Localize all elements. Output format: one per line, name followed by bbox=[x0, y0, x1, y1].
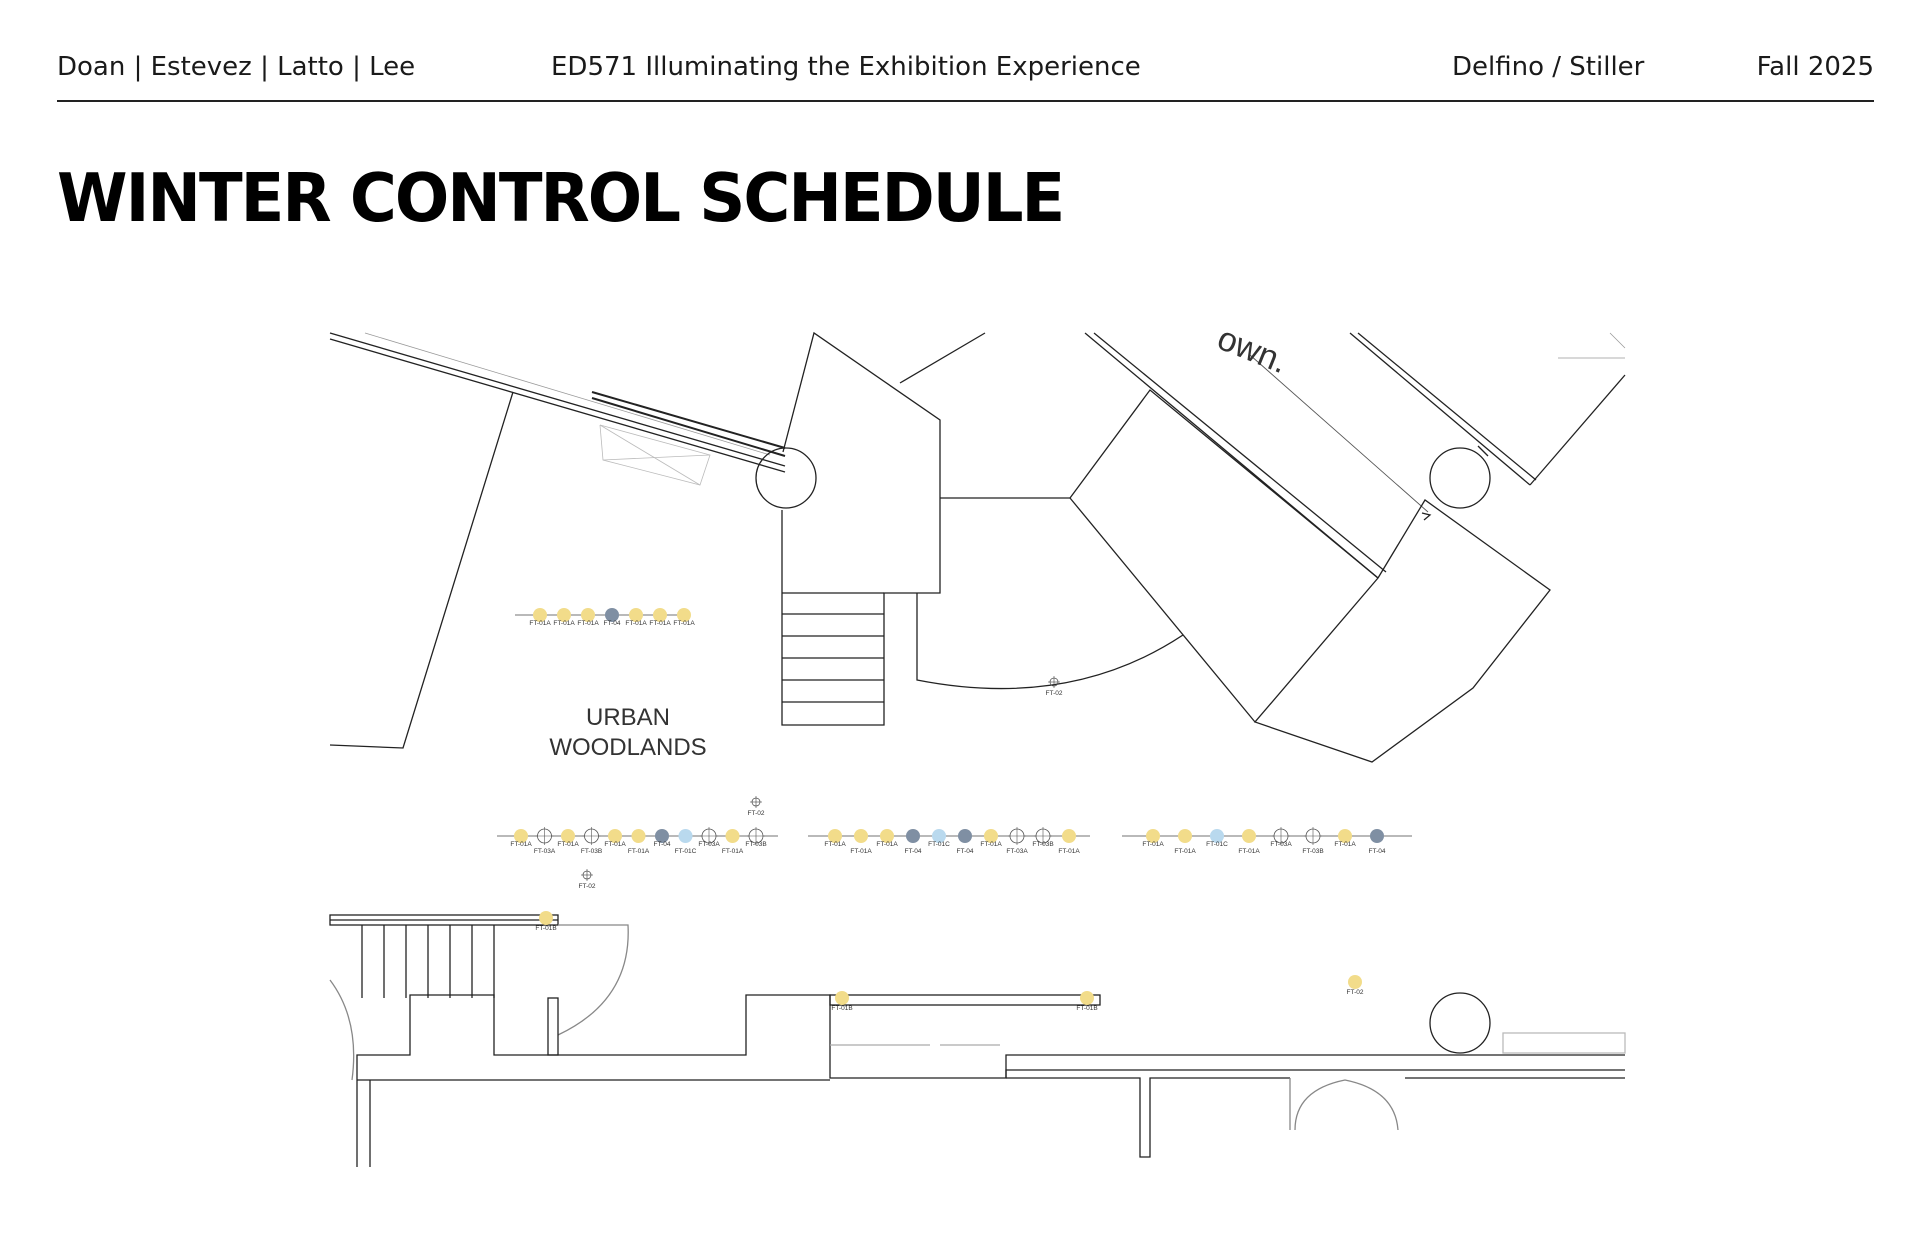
fixture-label: FT-01C bbox=[1206, 841, 1228, 848]
light-fixture bbox=[514, 829, 528, 843]
term-text: Fall 2025 bbox=[1756, 52, 1874, 82]
fixture-label: FT-04 bbox=[1369, 848, 1386, 855]
fixture-label: FT-03B bbox=[581, 848, 602, 855]
fixture-label: FT-01A bbox=[510, 841, 532, 848]
fixture-label: FT-04 bbox=[604, 620, 621, 627]
fixture-label: FT-01A bbox=[1334, 841, 1356, 848]
page-title: WINTER CONTROL SCHEDULE bbox=[57, 160, 1065, 238]
light-fixture bbox=[581, 608, 595, 622]
fixture-label: FT-03A bbox=[698, 841, 720, 848]
light-fixture bbox=[828, 829, 842, 843]
fixture-label: FT-01A bbox=[1238, 848, 1260, 855]
marker-label: FT-02 bbox=[748, 810, 765, 817]
fixture-label: FT-01A bbox=[722, 848, 744, 855]
fixture-label: FT-04 bbox=[957, 848, 974, 855]
marker-label: FT-02 bbox=[579, 883, 596, 890]
light-fixture bbox=[539, 911, 553, 925]
light-fixture bbox=[932, 829, 946, 843]
instructors-text: Delfino / Stiller bbox=[1452, 52, 1645, 82]
light-fixture bbox=[655, 829, 669, 843]
fixture-label: FT-03B bbox=[1032, 841, 1053, 848]
fixture-label: FT-01A bbox=[673, 620, 695, 627]
fixture-label: FT-01A bbox=[577, 620, 599, 627]
light-fixture bbox=[880, 829, 894, 843]
fixture-label: FT-04 bbox=[905, 848, 922, 855]
fixture-label: FT-03B bbox=[745, 841, 766, 848]
fixture-label: FT-01A bbox=[604, 841, 626, 848]
course-title: ED571 Illuminating the Exhibition Experi… bbox=[551, 52, 1141, 82]
fixture-label: FT-01A bbox=[628, 848, 650, 855]
fixture-label: FT-01C bbox=[928, 841, 950, 848]
light-fixture bbox=[605, 608, 619, 622]
plan-walls bbox=[329, 331, 1626, 1167]
light-fixture bbox=[835, 991, 849, 1005]
light-fixture bbox=[1062, 829, 1076, 843]
fixture-label: FT-01A bbox=[557, 841, 579, 848]
fixture-label: FT-01A bbox=[649, 620, 671, 627]
fixture-label: FT-02 bbox=[1347, 989, 1364, 996]
light-fixture bbox=[608, 829, 622, 843]
light-fixture bbox=[1210, 829, 1224, 843]
marker-label: FT-02 bbox=[1046, 690, 1063, 697]
light-fixture bbox=[1146, 829, 1160, 843]
light-fixture bbox=[631, 829, 646, 843]
light-fixture bbox=[678, 829, 693, 843]
fixture-label: FT-01A bbox=[850, 848, 872, 855]
fixture-label: FT-01C bbox=[675, 848, 697, 855]
room-label-line1: URBAN bbox=[586, 704, 670, 731]
light-fixture bbox=[557, 608, 571, 622]
light-fixture bbox=[984, 829, 998, 843]
fixture-label: FT-01A bbox=[1058, 848, 1080, 855]
fixture-label: FT-03B bbox=[1302, 848, 1323, 855]
light-fixture bbox=[677, 608, 691, 622]
light-fixture bbox=[906, 829, 920, 843]
light-fixture bbox=[561, 829, 575, 843]
light-fixture bbox=[958, 829, 972, 843]
fixture-label: FT-01A bbox=[625, 620, 647, 627]
page-header: Doan | Estevez | Latto | Lee ED571 Illum… bbox=[57, 50, 1874, 102]
fixture-label: FT-03A bbox=[1270, 841, 1292, 848]
fixture-label: FT-01A bbox=[1142, 841, 1164, 848]
fixture-label: FT-01A bbox=[980, 841, 1002, 848]
fixture-label: FT-04 bbox=[654, 841, 671, 848]
fixture-label: FT-01A bbox=[1174, 848, 1196, 855]
light-fixture bbox=[1242, 829, 1256, 843]
fixture-label: FT-03A bbox=[534, 848, 556, 855]
light-fixture bbox=[629, 608, 643, 622]
light-fixture bbox=[1348, 975, 1362, 989]
fixture-label: FT-03A bbox=[1006, 848, 1028, 855]
room-label-line2: WOODLANDS bbox=[549, 734, 706, 761]
fixture-label: FT-01A bbox=[876, 841, 898, 848]
light-fixture bbox=[725, 829, 740, 843]
partial-annotation: own. bbox=[1212, 319, 1293, 381]
fixture-label: FT-01B bbox=[535, 925, 556, 932]
light-fixture bbox=[854, 829, 868, 843]
light-fixture bbox=[1080, 991, 1094, 1005]
light-fixture bbox=[1178, 829, 1192, 843]
light-fixture bbox=[533, 608, 547, 622]
authors-text: Doan | Estevez | Latto | Lee bbox=[57, 52, 416, 82]
fixture-label: FT-01A bbox=[529, 620, 551, 627]
fixture-label: FT-01A bbox=[824, 841, 846, 848]
light-fixture bbox=[1370, 829, 1384, 843]
fixture-label: FT-01A bbox=[553, 620, 575, 627]
light-fixture bbox=[653, 608, 667, 622]
light-fixture bbox=[1338, 829, 1352, 843]
fixture-label: FT-01B bbox=[1076, 1005, 1097, 1012]
fixture-label: FT-01B bbox=[831, 1005, 852, 1012]
